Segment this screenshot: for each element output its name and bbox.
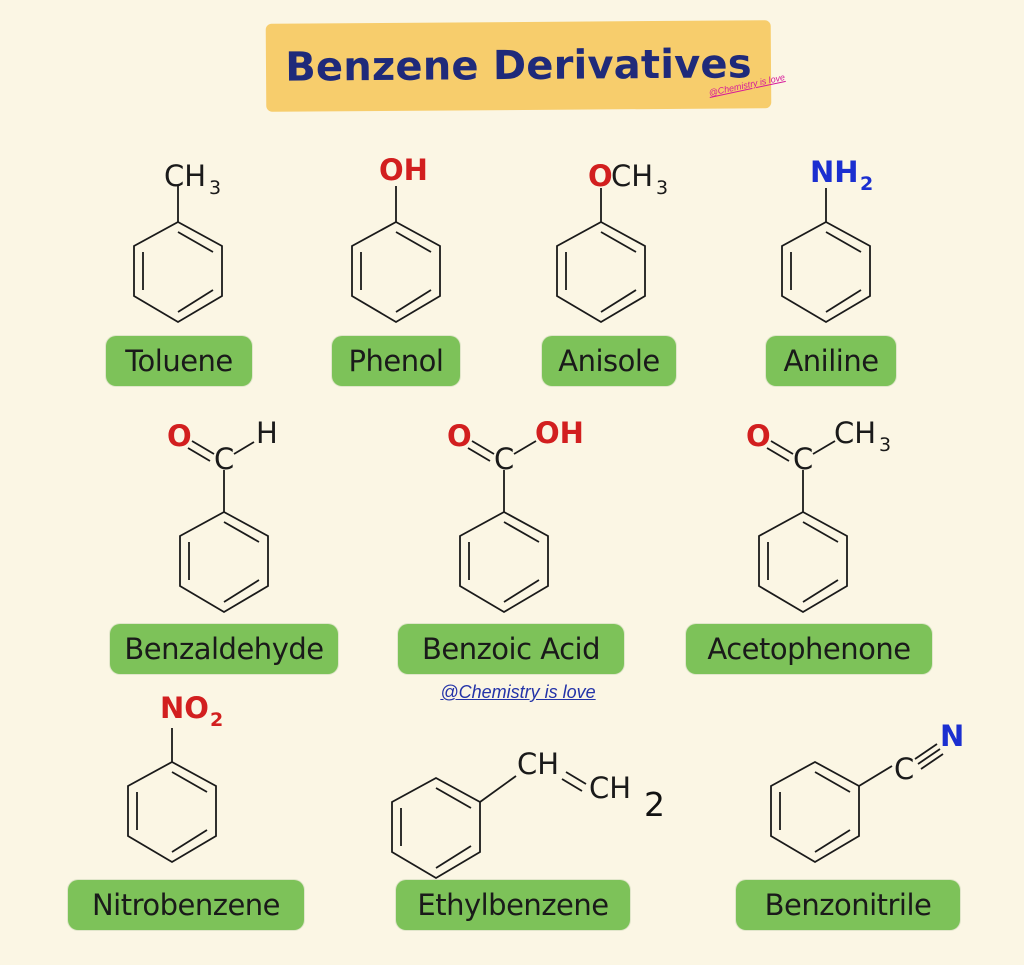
group-acetophenone-c: C — [793, 442, 813, 476]
group-benzaldehyde-c: C — [214, 442, 234, 476]
benzene-ring-anisole — [556, 188, 646, 324]
group-ethyl-ch-a: CH — [517, 747, 559, 781]
group-nitro-no: NO — [160, 691, 209, 725]
benzene-ring-benzonitrile — [770, 743, 944, 864]
watermark-mid: @Chemistry is love — [440, 682, 596, 702]
group-toluene-sub: 3 — [209, 177, 221, 199]
benzene-ring-acetophenone — [758, 440, 848, 614]
group-benzoic-oh: OH — [535, 416, 584, 450]
label-benzonitrile: Benzonitrile — [736, 880, 960, 930]
group-phenol-oh: OH — [379, 153, 428, 187]
group-ethyl-ch-b: CH — [589, 771, 631, 805]
label-anisole: Anisole — [542, 336, 676, 386]
group-acetophenone-o: O — [746, 419, 771, 453]
benzene-ring-phenol — [351, 186, 441, 324]
group-nitro-sub: 2 — [210, 709, 223, 731]
benzene-ring-toluene — [133, 186, 223, 324]
group-benzaldehyde-h: H — [256, 416, 278, 450]
group-benzaldehyde-o: O — [167, 419, 192, 453]
label-ethylbenzene: Ethylbenzene — [396, 880, 630, 930]
benzene-ring-ethylbenzene — [391, 771, 587, 880]
group-acetophenone-ch: CH — [834, 416, 876, 450]
label-benzaldehyde: Benzaldehyde — [110, 624, 338, 674]
label-phenol: Phenol — [332, 336, 460, 386]
group-benzoic-c: C — [494, 442, 514, 476]
benzene-ring-benzoic-acid — [459, 440, 549, 614]
group-aniline-nh: NH — [810, 155, 859, 189]
benzene-ring-aniline — [781, 188, 871, 324]
group-anisole-sub: 3 — [656, 177, 668, 199]
group-anisole-o: O — [588, 159, 613, 193]
group-acetophenone-sub: 3 — [879, 434, 891, 456]
label-aniline: Aniline — [766, 336, 896, 386]
group-nitrile-n: N — [940, 719, 964, 753]
label-toluene: Toluene — [106, 336, 252, 386]
label-nitrobenzene: Nitrobenzene — [68, 880, 304, 930]
group-toluene-ch: CH — [164, 159, 206, 193]
label-benzoic-acid: Benzoic Acid — [398, 624, 624, 674]
label-acetophenone: Acetophenone — [686, 624, 932, 674]
group-anisole-ch: CH — [611, 159, 653, 193]
benzene-ring-benzaldehyde — [179, 440, 269, 614]
group-benzoic-o: O — [447, 419, 472, 453]
group-ethyl-sub: 2 — [644, 785, 665, 824]
group-nitrile-c: C — [894, 752, 914, 786]
group-aniline-sub: 2 — [860, 173, 873, 195]
benzene-ring-nitrobenzene — [127, 728, 217, 864]
